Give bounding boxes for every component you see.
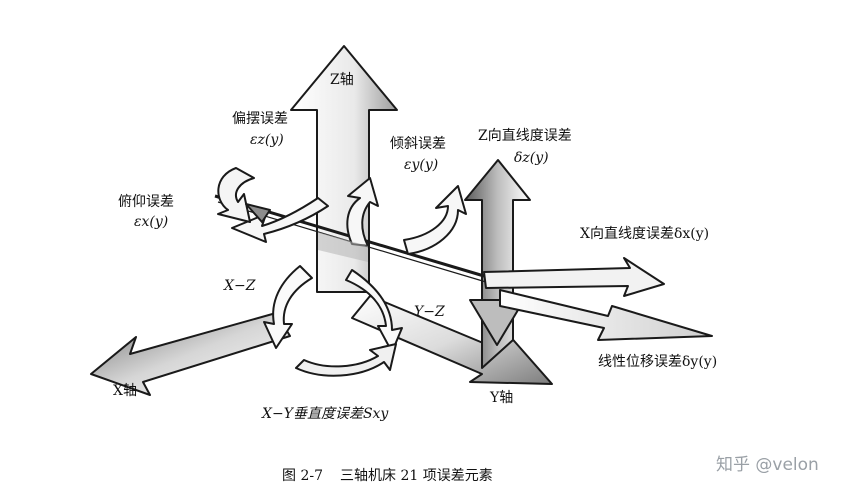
yz-squareness-label: Y−Z (414, 304, 445, 320)
x-axis-label: X轴 (113, 383, 137, 399)
z-axis-label: Z轴 (330, 72, 354, 88)
linear-positioning-arrow (499, 289, 713, 341)
z-straightness-symbol: δz(y) (514, 150, 549, 166)
yaw-rotation-arrow (231, 197, 329, 243)
z-axis-arrow (290, 45, 398, 293)
pitch-error-label: 俯仰误差 (118, 194, 174, 210)
linear-positioning-label: 线性位移误差δy(y) (598, 354, 717, 370)
yaw-error-symbol: εz(y) (250, 132, 284, 148)
xz-squareness-label: X−Z (223, 278, 256, 294)
yaw-error-label: 偏摆误差 (232, 111, 288, 127)
center-shading (318, 232, 368, 262)
y-axis-arrow (351, 295, 553, 385)
xy-squareness-arrow (295, 343, 397, 377)
x-straightness-label: X向直线度误差δx(y) (580, 225, 709, 242)
watermark: 知乎 @velon (716, 455, 819, 475)
yz-squareness-arrow (345, 269, 403, 353)
pitch-error-symbol: εx(y) (134, 214, 168, 230)
xz-squareness-arrow (263, 265, 313, 349)
xy-squareness-label: X−Y垂直度误差Sxy (261, 406, 389, 422)
tilt-error-label: 倾斜误差 (390, 136, 446, 152)
figure-number: 图 2-7 (282, 468, 323, 484)
tilt-rotation-arrow-2 (403, 185, 467, 255)
x-straightness-arrow (483, 257, 665, 297)
z-straightness-label: Z向直线度误差 (478, 127, 572, 144)
x-axis-arrow (90, 312, 291, 396)
pitch-rotation-arrow (217, 167, 255, 223)
tilt-rotation-arrow (346, 177, 379, 247)
figure-title: 三轴机床 21 项误差元素 (340, 468, 493, 484)
tilt-error-symbol: εy(y) (404, 157, 438, 173)
pitch-rotation-shade (245, 203, 271, 223)
y-axis-label: Y轴 (489, 390, 513, 406)
